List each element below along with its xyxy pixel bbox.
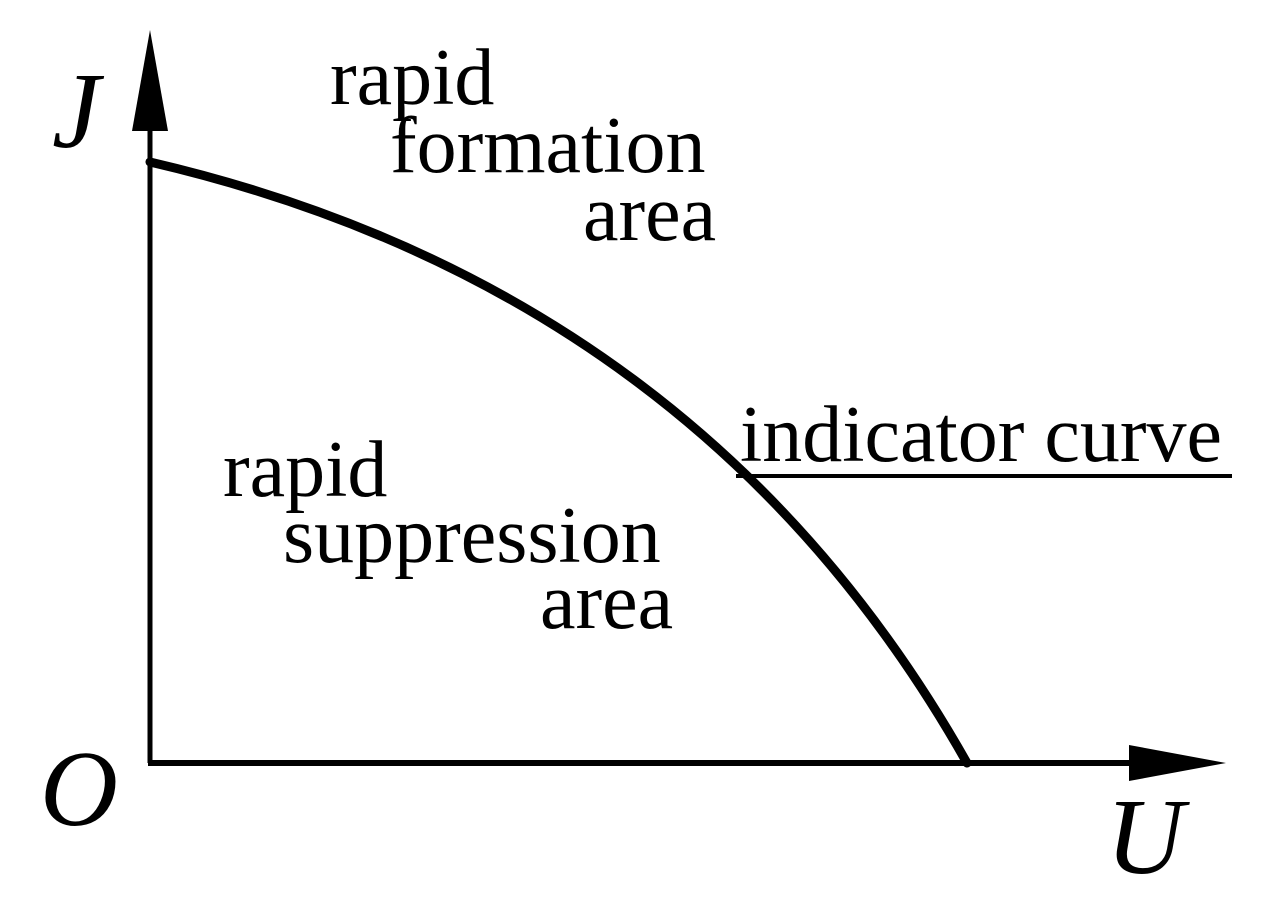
- region-label-formation-area: rapid formation area: [330, 34, 717, 258]
- region-label-suppression-line-1: rapid: [223, 426, 388, 514]
- y-axis-label: J: [52, 52, 100, 171]
- region-label-formation-line-1: rapid: [330, 34, 495, 122]
- region-label-formation-line-2: formation: [390, 102, 706, 190]
- y-axis-arrowhead-icon: [132, 30, 168, 131]
- x-axis-label: U: [1106, 778, 1184, 897]
- indicator-curve: [145, 157, 972, 768]
- origin-label: O: [40, 730, 118, 849]
- curve-label: indicator curve: [740, 391, 1222, 479]
- region-label-suppression-area: rapid suppression area: [223, 426, 674, 646]
- region-label-suppression-line-2: suppression: [283, 492, 661, 580]
- region-label-suppression-line-3: area: [540, 558, 674, 646]
- region-label-formation-line-3: area: [583, 170, 717, 258]
- x-axis-arrowhead-icon: [1129, 745, 1226, 781]
